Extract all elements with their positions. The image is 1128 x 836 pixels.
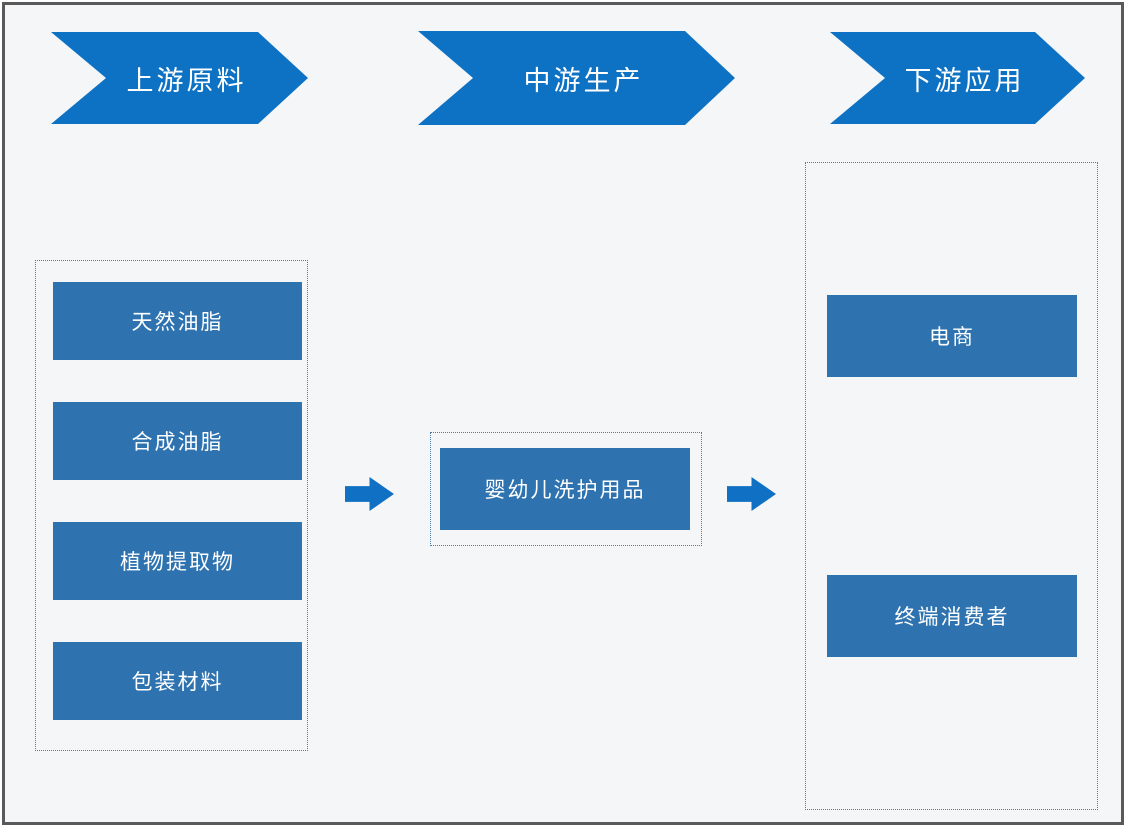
upstream-item-label: 包装材料 [131, 671, 224, 694]
midstream-item-label: 婴幼儿洗护用品 [484, 479, 646, 502]
midstream-group [430, 432, 702, 546]
upstream-item-box: 天然油脂 [53, 282, 302, 360]
downstream-item-box: 终端消费者 [827, 575, 1077, 657]
upstream-item-label: 植物提取物 [120, 551, 235, 574]
downstream-item-box: 电商 [827, 295, 1077, 377]
stage-header-midstream-label: 中游生产 [523, 65, 644, 96]
midstream-item-box: 婴幼儿洗护用品 [440, 448, 690, 530]
downstream-group [805, 162, 1098, 810]
upstream-item-label: 合成油脂 [131, 431, 224, 454]
upstream-item-box: 植物提取物 [53, 522, 302, 600]
downstream-item-label: 电商 [929, 326, 975, 349]
upstream-item-box: 合成油脂 [53, 402, 302, 480]
stage-header-upstream-label: 上游原料 [126, 65, 247, 96]
downstream-item-label: 终端消费者 [894, 606, 1010, 629]
stage-header-midstream: 中游生产 [418, 31, 735, 125]
stage-header-downstream-label: 下游应用 [904, 65, 1025, 96]
upstream-item-box: 包装材料 [53, 642, 302, 720]
upstream-item-label: 天然油脂 [131, 311, 224, 334]
upstream-group [35, 260, 308, 751]
